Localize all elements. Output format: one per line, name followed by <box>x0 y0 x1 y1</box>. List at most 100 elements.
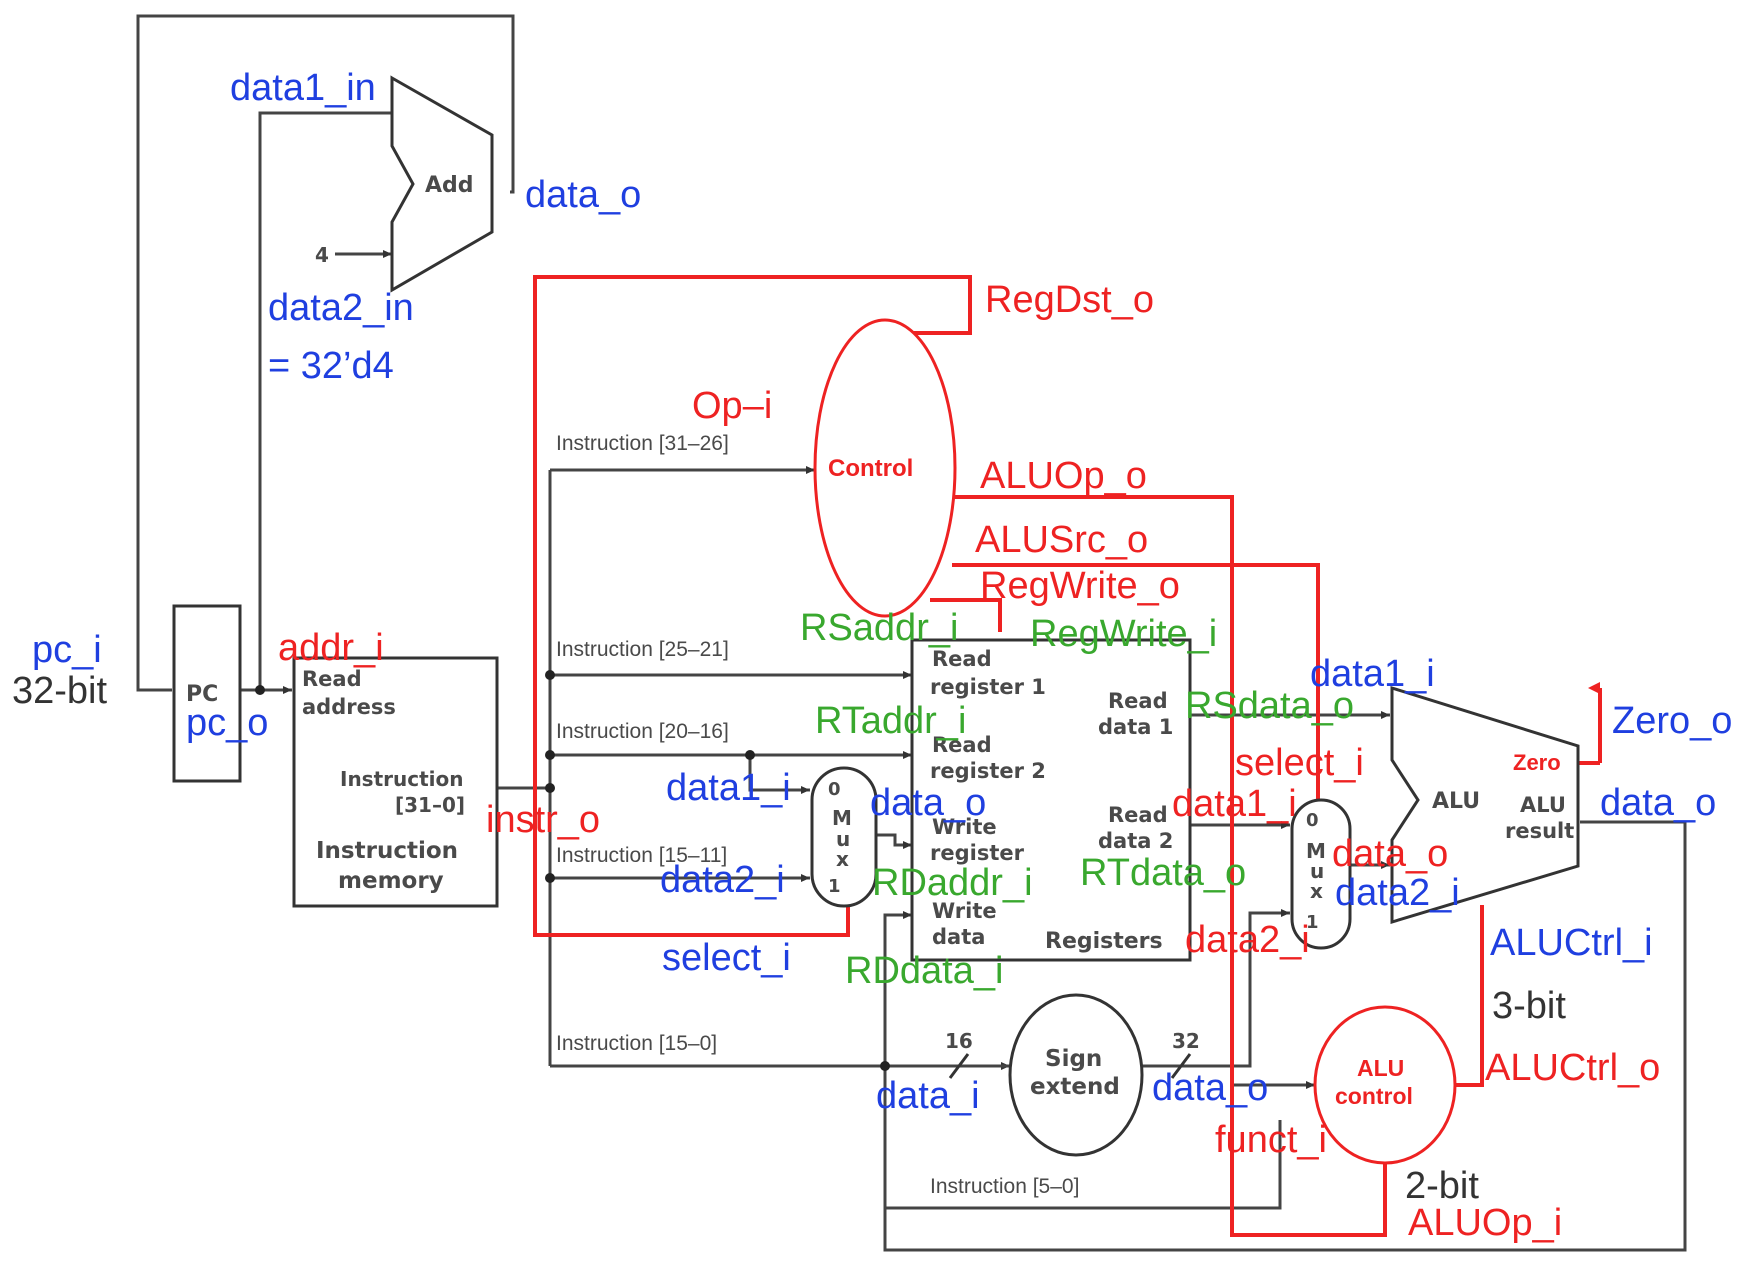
reg-rdata2-a: Read <box>1108 803 1168 827</box>
register-file <box>910 638 1192 962</box>
control-label: Control <box>828 455 913 482</box>
label-rdaddr-i: RDaddr_i <box>872 862 1033 904</box>
label-aluop-o: ALUOp_o <box>980 455 1147 497</box>
mux1-1: 1 <box>828 876 841 897</box>
wire-pc-feedback <box>136 14 515 692</box>
alu-zero: Zero <box>1513 750 1561 775</box>
imem-name1: Instruction <box>316 838 458 864</box>
label-aluop-i: ALUOp_i <box>1408 1202 1562 1244</box>
imem-instr: Instruction <box>340 767 464 791</box>
alu-control-unit <box>1313 1005 1457 1165</box>
label-alusrc-o: ALUSrc_o <box>975 519 1148 561</box>
reg-read2-b: register 2 <box>930 759 1046 783</box>
alu-label: ALU <box>1432 789 1480 814</box>
reg-read1-b: register 1 <box>930 675 1046 699</box>
pc-label: PC <box>186 682 218 707</box>
label-alu-data2-i: data2_i <box>1335 872 1460 914</box>
wire-aluop <box>952 495 1387 1237</box>
label-instr-o: instr_o <box>486 799 600 841</box>
wire-alu-result-loop <box>883 820 1687 1252</box>
label-aluctrl-i: ALUCtrl_i <box>1490 922 1653 964</box>
mux2-1: 1 <box>1306 912 1319 933</box>
reg-wdata-b: data <box>932 925 985 949</box>
reg-rdata1-a: Read <box>1108 689 1168 713</box>
wire-regwrite <box>930 598 1002 632</box>
label-se-data-o: data_o <box>1152 1067 1268 1109</box>
label-rtdata-o: RTdata_o <box>1080 852 1246 894</box>
label-regwrite-i: RegWrite_i <box>1030 613 1217 655</box>
label-aluctrl-width: 3-bit <box>1492 985 1566 1027</box>
label-mux2-data1-i: data1_i <box>1172 783 1297 825</box>
label-mux2-data-o: data_o <box>1332 833 1448 875</box>
alu-result-b: result <box>1505 819 1574 843</box>
adder-label: Add <box>425 173 474 198</box>
junction-instr-878 <box>545 873 555 883</box>
wire-mux1-out <box>876 833 912 849</box>
field-25-21: Instruction [25–21] <box>556 638 729 661</box>
reg-read2-a: Read <box>932 733 992 757</box>
label-mux1-data2-i: data2_i <box>660 859 785 901</box>
label-add-data2-in: data2_in <box>268 287 414 329</box>
control-unit <box>813 318 957 618</box>
reg-read1-a: Read <box>932 647 992 671</box>
label-funct-i: funct_i <box>1215 1119 1327 1161</box>
label-mux2-data2-i: data2_i <box>1185 919 1310 961</box>
mux-regdst <box>810 766 878 908</box>
wire-alusrc <box>952 563 1320 818</box>
label-addr-i: addr_i <box>278 627 384 669</box>
label-mux1-select-i: select_i <box>662 937 791 979</box>
label-alu-data-o: data_o <box>1600 782 1716 824</box>
reg-rdata2-b: data 2 <box>1098 829 1173 853</box>
label-mux2-select-i: select_i <box>1235 742 1364 784</box>
junction-instr-788 <box>545 783 555 793</box>
mux2-m: M <box>1306 839 1326 863</box>
label-alu-data1-i: data1_i <box>1310 653 1435 695</box>
junction-instr-755 <box>545 750 555 760</box>
mux1-x: x <box>836 847 849 871</box>
mux1-m: M <box>832 806 852 830</box>
label-mux1-data1-i: data1_i <box>666 767 791 809</box>
field-31-26: Instruction [31–26] <box>556 432 729 455</box>
junction-se <box>880 1061 890 1071</box>
sign-a: Sign <box>1045 1046 1102 1072</box>
label-zero-o: Zero_o <box>1612 700 1732 742</box>
label-add-data1-in: data1_in <box>230 67 376 109</box>
wire-se-out <box>1142 909 1290 1068</box>
bits-16: 16 <box>945 1029 973 1053</box>
mux2-u: u <box>1310 859 1324 883</box>
instruction-field-labels: Instruction [31–26] Instruction [25–21] … <box>556 432 1079 1198</box>
label-mux1-data-o: data_o <box>870 782 986 824</box>
label-pc-i: pc_i <box>32 629 102 671</box>
junction-pc <box>255 685 265 695</box>
label-rsaddr-i: RSaddr_i <box>800 607 958 649</box>
pc-register <box>172 604 242 783</box>
label-rsdata-o: RSdata_o <box>1185 685 1354 727</box>
label-aluctrl-o: ALUCtrl_o <box>1485 1047 1660 1089</box>
label-op-i: Op–i <box>692 385 772 427</box>
adder-shape <box>390 75 494 293</box>
registers-title: Registers <box>1045 929 1163 954</box>
field-5-0: Instruction [5–0] <box>930 1175 1079 1198</box>
const-4: 4 <box>315 243 329 267</box>
imem-read: Read <box>302 667 362 691</box>
mux2-0: 0 <box>1306 810 1319 831</box>
reg-write-a: Write <box>932 815 997 839</box>
imem-address: address <box>302 695 396 719</box>
label-rtaddr-i: RTaddr_i <box>815 700 966 742</box>
bus-slash-16 <box>948 1053 970 1079</box>
field-15-0: Instruction [15–0] <box>556 1032 717 1055</box>
junction-instr-470 <box>545 670 555 680</box>
sign-extend <box>1008 993 1144 1157</box>
field-20-16: Instruction [20–16] <box>556 720 729 743</box>
label-se-data-i: data_i <box>876 1075 980 1117</box>
label-pc-o: pc_o <box>186 702 268 744</box>
mux-alusrc <box>1290 798 1352 950</box>
junction-rt <box>745 750 755 760</box>
label-regdst-o: RegDst_o <box>985 279 1154 321</box>
aluctrl-a: ALU <box>1357 1055 1404 1081</box>
instruction-memory <box>292 656 499 908</box>
wire-pc-to-add <box>258 111 392 690</box>
reg-rdata1-b: data 1 <box>1098 715 1173 739</box>
